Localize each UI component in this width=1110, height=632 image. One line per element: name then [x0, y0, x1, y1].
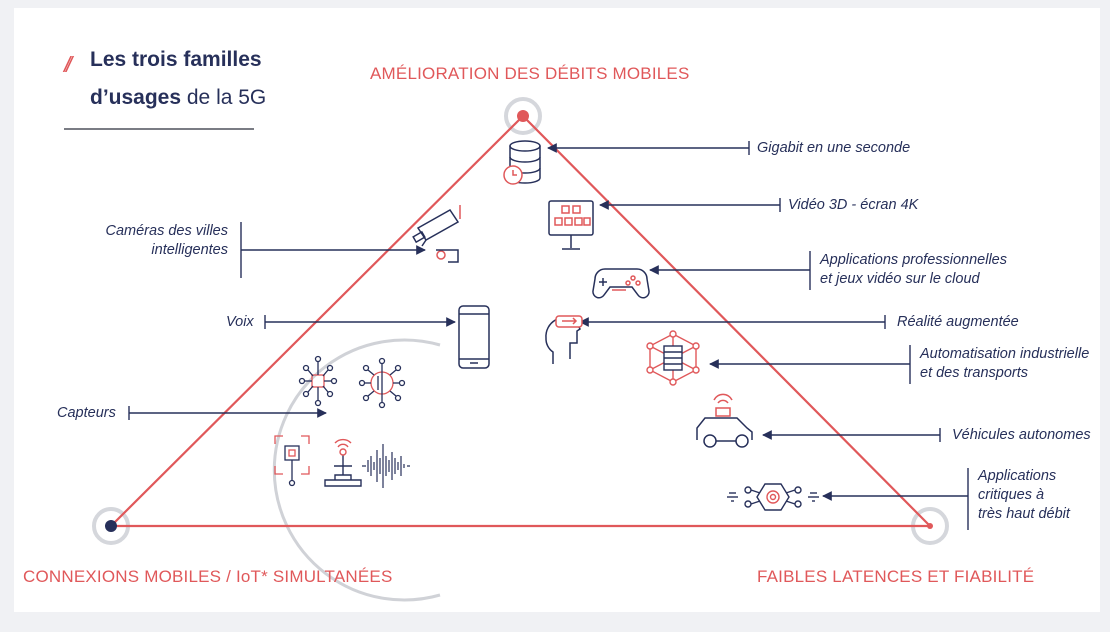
smartphone-icon — [458, 305, 490, 369]
label-critiques-line-2: critiques à — [978, 487, 1045, 503]
sensor-node-icon — [358, 357, 406, 409]
right-vertex-dot — [927, 523, 933, 529]
chip-network-icon — [298, 355, 338, 407]
security-camera-icon — [412, 205, 461, 263]
connector-apps-pro — [649, 251, 811, 290]
label-apps-pro-line-1: Applications professionnelles — [820, 252, 1007, 268]
connector-automatisation — [709, 345, 911, 384]
label-automatisation-line-1: Automatisation industrielle — [920, 346, 1090, 362]
label-apps-pro: Applications professionnelles et jeux vi… — [820, 251, 1007, 289]
title-slashes: // — [64, 52, 72, 77]
label-critiques-line-1: Applications — [978, 468, 1057, 484]
iot-group-arc — [272, 338, 441, 602]
label-voix: Voix — [226, 314, 254, 330]
connector-capteurs — [128, 406, 327, 420]
triangle-outline — [108, 114, 933, 528]
label-critiques-line-3: très haut débit — [978, 506, 1070, 522]
label-cameras: Caméras des villes intelligentes — [98, 222, 229, 260]
critical-apps-icon — [727, 483, 819, 511]
connector-video3d — [599, 198, 781, 212]
label-apps-pro-line-2: et jeux vidéo sur le cloud — [820, 271, 980, 287]
top-vertex-dot — [517, 110, 529, 122]
gamepad-icon — [592, 268, 650, 299]
sound-wave-icon — [362, 444, 410, 488]
left-vertex-dot — [105, 520, 117, 532]
scan-chip-icon — [274, 435, 310, 487]
joystick-icon — [324, 438, 362, 487]
connector-critiques — [822, 468, 969, 530]
label-capteurs: Capteurs — [57, 405, 116, 421]
connector-cameras — [240, 222, 426, 278]
database-clock-icon — [503, 140, 541, 185]
label-automatisation: Automatisation industrielle et des trans… — [920, 345, 1089, 383]
title-divider — [64, 128, 254, 130]
connector-realite — [579, 315, 886, 329]
corner-top-title: AMÉLIORATION DES DÉBITS MOBILES — [370, 64, 690, 83]
label-vehicules: Véhicules autonomes — [952, 427, 1091, 443]
corner-bottom-right-title: FAIBLES LATENCES ET FIABILITÉ — [757, 567, 1035, 586]
title-line-2: d’usages de la 5G — [90, 86, 266, 110]
label-automatisation-line-2: et des transports — [920, 365, 1028, 381]
ar-head-icon — [545, 315, 583, 364]
corner-bottom-left-title: CONNEXIONS MOBILES / IoT* SIMULTANÉES — [23, 567, 393, 586]
autonomous-car-icon — [696, 393, 753, 448]
monitor-3d-icon — [548, 200, 594, 250]
title-line-2-rest: de la 5G — [181, 86, 267, 109]
label-realite: Réalité augmentée — [897, 314, 1019, 330]
automation-network-icon — [646, 330, 700, 386]
connector-gigabit — [547, 141, 750, 155]
connector-vehicules — [762, 428, 941, 442]
title-line-2-bold: d’usages — [90, 86, 182, 109]
label-video3d: Vidéo 3D - écran 4K — [788, 197, 919, 213]
top-vertex-halo — [504, 97, 542, 135]
label-cameras-line-2: intelligentes — [151, 242, 228, 258]
label-gigabit: Gigabit en une seconde — [757, 140, 911, 156]
title-line-1: Les trois familles — [90, 48, 262, 71]
label-critiques: Applications critiques à très haut débit — [978, 467, 1070, 524]
label-cameras-line-1: Caméras des villes — [105, 223, 229, 239]
connector-voix — [264, 315, 456, 329]
